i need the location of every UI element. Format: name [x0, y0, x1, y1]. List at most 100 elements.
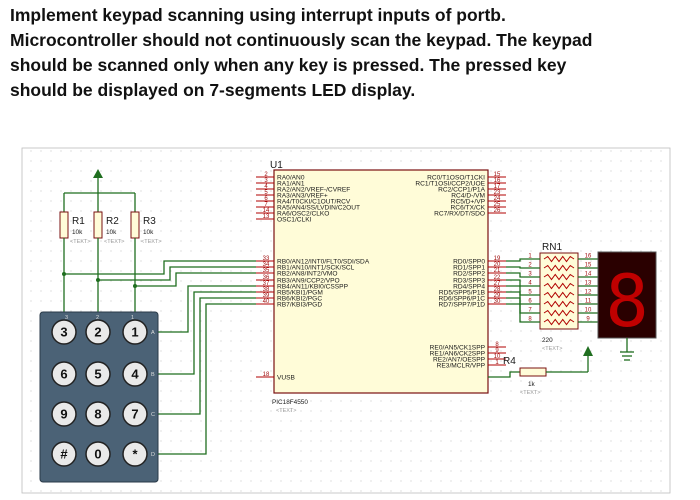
rn1-left-pin: 6 [528, 299, 532, 305]
r2-value: 10k [106, 229, 117, 236]
mcu-pin-number: 19 [494, 256, 501, 262]
keypad-key[interactable] [85, 319, 111, 345]
mcu-pin-number: 17 [494, 184, 501, 190]
rn1-left-pin: 3 [528, 272, 532, 278]
rn1-right-pin: 14 [585, 272, 592, 278]
keypad-key-label: 5 [94, 367, 101, 382]
rn1-right-pin: 11 [585, 299, 592, 305]
keypad-key-label: 8 [94, 407, 101, 422]
mcu-part-text: <TEXT> [276, 408, 296, 414]
keypad-key[interactable] [51, 401, 77, 427]
keypad-key[interactable] [122, 401, 148, 427]
r4-ref: R4 [503, 356, 516, 367]
mcu-pin-number: 28 [494, 287, 501, 293]
portb-wires [62, 260, 256, 455]
mcu-pin-label: RE3/MCLR/VPP [437, 362, 486, 369]
mcu-pin-label: RE2/AN7/OESPP [433, 356, 486, 363]
r2-ref: R2 [106, 216, 119, 227]
mcu-pin-number: 23 [494, 190, 501, 196]
rn1-left-pin: 2 [528, 263, 532, 269]
mcu-pin-number: 39 [263, 293, 270, 299]
keypad-body [39, 311, 159, 483]
r1-ref: R1 [72, 216, 85, 227]
keypad-key-label: 2 [94, 325, 101, 340]
mcu-pin-label: RB2/AN8/INT2/VMO [277, 270, 337, 277]
rn1-ref: RN1 [542, 242, 562, 253]
mcu-pin-label: RA0/AN0 [277, 174, 305, 181]
mcu-pin-label: RA6/OSC2/CLKO [277, 210, 329, 217]
rn1-right-pin: 13 [585, 281, 592, 287]
mcu-pin-number: 6 [264, 196, 268, 202]
mcu-pin-label: OSC1/CLKI [277, 216, 312, 223]
mcu-pin-number: 40 [263, 299, 270, 305]
mcu-pin-number: 4 [264, 184, 268, 190]
keypad-col-1: 1 [131, 315, 134, 321]
portd-wire [506, 258, 540, 262]
resistor-r2 [93, 211, 103, 239]
rn1-element [543, 291, 575, 299]
keypad-key[interactable] [51, 441, 77, 467]
pullup-resistors: R1 10k <TEXT> R2 10k <TEXT> R3 10k <TEXT… [59, 169, 161, 312]
mcu-pin-label: RC7/RX/DT/SDO [434, 210, 485, 217]
keypad-key[interactable] [122, 361, 148, 387]
keypad-key-label: * [132, 447, 138, 462]
resistor-r4: R4 1k <TEXT> [488, 346, 593, 396]
mcu-pin-number: 30 [494, 299, 501, 305]
portd-wire [506, 266, 540, 269]
keypad-key-label: 1 [131, 325, 138, 340]
mcu-pin-label: RE0/AN5/CK1SPP [430, 344, 486, 351]
mcu-pin-number: 34 [263, 262, 270, 268]
keypad-row-label: C [151, 412, 155, 418]
keypad-key[interactable] [122, 319, 148, 345]
mcu-pin-label: RD3/SPP3 [453, 277, 485, 284]
keypad-key[interactable] [122, 441, 148, 467]
mcu-pin-number: 21 [494, 268, 501, 274]
keypad-key-label: 0 [94, 447, 101, 462]
mcu-pin-label: RB7/KBI3/PGD [277, 301, 322, 308]
rn1-element [543, 264, 575, 272]
rn1-right-pin: 12 [585, 290, 592, 296]
keypad-key[interactable] [51, 361, 77, 387]
vcc-arrow-left [93, 169, 103, 193]
keypad-key-label: 4 [131, 367, 139, 382]
mcu-pin-label: RD0/SPP0 [453, 258, 485, 265]
keypad-key-label: 9 [60, 407, 67, 422]
mcu-pin-number: 38 [263, 287, 270, 293]
keypad-key[interactable] [51, 319, 77, 345]
keypad-col-2: 2 [96, 315, 99, 321]
mcu-pin-label: RB3/AN9/CCP2/VPO [277, 277, 340, 284]
rn1-element [543, 318, 575, 326]
mcu-pin-label: VUSB [277, 374, 296, 381]
mcu-pin-number: 26 [494, 208, 501, 214]
mcu-pin-number: 27 [494, 281, 501, 287]
mcu-pin-number: 13 [263, 214, 270, 220]
question-line-2: Microcontroller should not continuously … [10, 30, 593, 50]
mcu-pin-number: 25 [494, 202, 501, 208]
mcu-pin-label: RB6/KBI2/PGC [277, 295, 322, 302]
mcu-pin-number: 14 [263, 208, 270, 214]
mcu-pin-number: 33 [263, 256, 270, 262]
mcu-pin-label: RC5/D+/VP [451, 198, 486, 205]
question-line-4: should be displayed on 7-segments LED di… [10, 80, 416, 100]
mcu-pin-label: RB1/AN10/INT1/SCK/SCL [277, 264, 355, 271]
keypad-key[interactable] [85, 361, 111, 387]
rn1-left-pin: 4 [528, 281, 532, 287]
mcu-pin-label: RD5/SPP5/P1B [439, 289, 486, 296]
mcu-pin-label: RC1/T1OSI/CCP2/UOE [415, 180, 485, 187]
display-digit: 8 [605, 259, 648, 343]
mcu-pin-label: RE1/AN6/CK2SPP [430, 350, 486, 357]
rn1-left-pin: 8 [528, 317, 532, 323]
mcu-pin-number: 22 [494, 275, 501, 281]
keypad-key[interactable] [85, 441, 111, 467]
mcu-pin-number: 37 [263, 281, 270, 287]
rn1-right-pin: 16 [585, 254, 592, 260]
keypad-key[interactable] [85, 401, 111, 427]
mcu-pin-number: 2 [264, 172, 268, 178]
mcu-pin-label: RC6/TX/CK [451, 204, 486, 211]
r1-value: 10k [72, 229, 83, 236]
mcu-pin-number: 1 [495, 360, 499, 366]
rn1-text: <TEXT> [542, 346, 562, 352]
